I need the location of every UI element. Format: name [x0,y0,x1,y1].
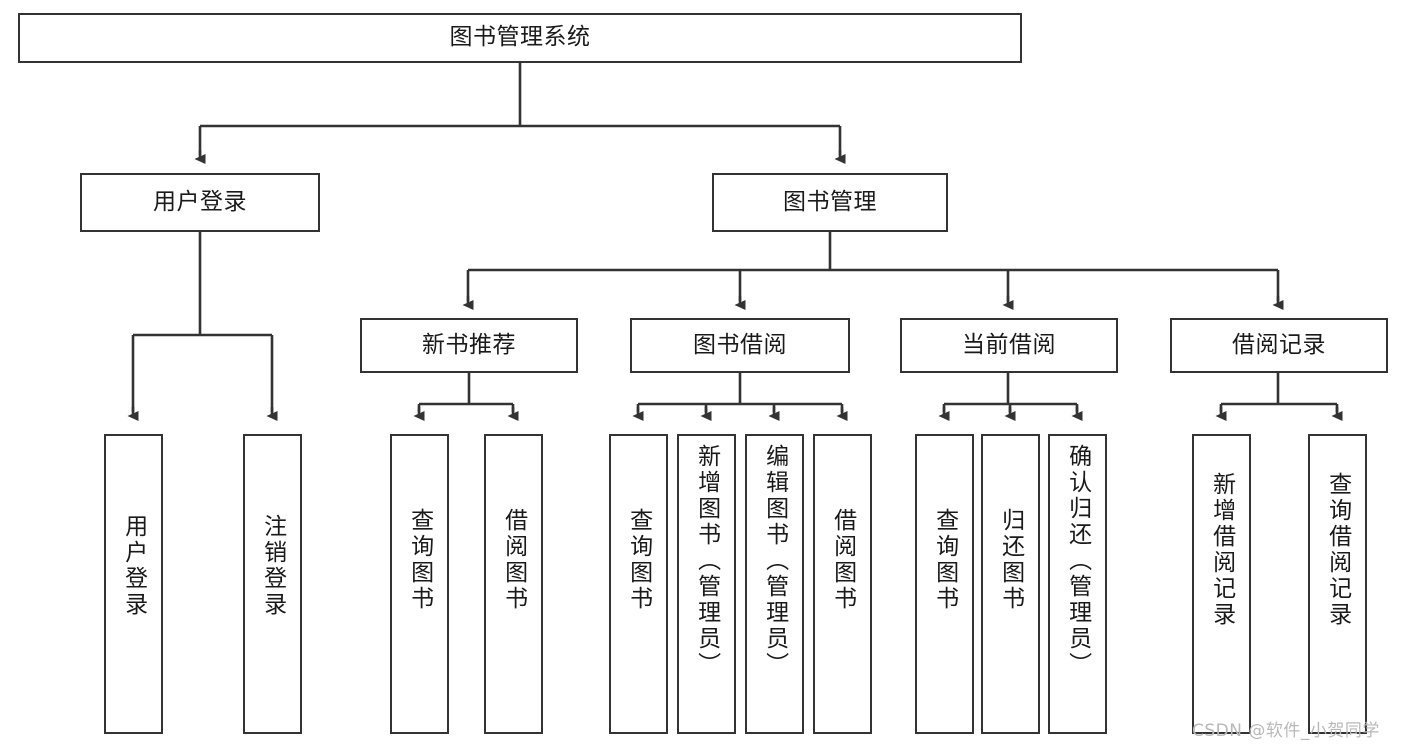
node-label-leaf-borrow-book-1: 借阅图书 [500,508,527,612]
csdn-watermark: CSDN @软件_小贺同学 [1192,721,1380,741]
node-label-leaf-logout: 注销登录 [259,514,286,618]
node-label-new-book-recommend: 新书推荐 [422,331,516,358]
node-leaf-edit-book[interactable]: 编辑图书（管理员） [745,434,804,734]
edge-arrowheads-currentborrow-leaves [938,407,1083,421]
node-label-book-manage-module: 图书管理 [783,188,877,215]
node-book-manage-module[interactable]: 图书管理 [712,173,948,232]
node-user-login-module[interactable]: 用户登录 [80,173,320,232]
node-label-leaf-confirm-return: 确认归还（管理员） [1064,444,1091,678]
node-current-borrow[interactable]: 当前借阅 [900,318,1118,373]
node-label-leaf-add-record: 新增借阅记录 [1208,472,1235,628]
edge-root-to-level2 [198,63,842,161]
node-label-leaf-query-record: 查询借阅记录 [1324,472,1351,628]
node-label-book-borrow: 图书借阅 [693,331,787,358]
node-new-book-recommend[interactable]: 新书推荐 [360,318,578,373]
node-leaf-borrow-book-2[interactable]: 借阅图书 [813,434,872,734]
node-label-leaf-user-login: 用户登录 [120,514,147,618]
edge-arrowheads-level2 [194,150,846,164]
node-leaf-query-book-2[interactable]: 查询图书 [609,434,668,734]
node-root-system[interactable]: 图书管理系统 [18,13,1022,63]
node-leaf-add-record[interactable]: 新增借阅记录 [1192,434,1251,734]
node-label-borrow-record: 借阅记录 [1232,331,1326,358]
edge-arrowheads-borrowrecord-leaves [1215,407,1343,421]
node-leaf-add-book[interactable]: 新增图书（管理员） [677,434,736,734]
edge-userlogin-to-leaves [131,232,274,418]
node-label-leaf-query-book-2: 查询图书 [625,508,652,612]
node-book-borrow[interactable]: 图书借阅 [630,318,850,373]
node-leaf-return-book[interactable]: 归还图书 [981,434,1040,734]
edge-bookmanage-to-level3 [466,232,1280,306]
edge-arrowheads-level3 [462,296,1284,310]
node-leaf-borrow-book-1[interactable]: 借阅图书 [484,434,543,734]
node-label-leaf-edit-book: 编辑图书（管理员） [761,444,788,678]
edge-arrowheads-newbook-leaves [413,407,519,421]
node-leaf-query-book-1[interactable]: 查询图书 [390,434,449,734]
edge-currentborrow-to-leaves [942,373,1079,418]
edge-bookborrow-to-leaves [636,373,844,418]
node-leaf-logout[interactable]: 注销登录 [243,434,302,734]
node-leaf-confirm-return[interactable]: 确认归还（管理员） [1048,434,1107,734]
node-label-leaf-add-book: 新增图书（管理员） [693,444,720,678]
node-label-leaf-query-book-3: 查询图书 [931,508,958,612]
node-label-leaf-query-book-1: 查询图书 [406,508,433,612]
node-label-root-system: 图书管理系统 [449,24,591,51]
edge-borrowrecord-to-leaves [1219,373,1339,418]
node-label-user-login-module: 用户登录 [153,188,247,215]
edge-newbook-to-leaves [417,373,515,418]
node-label-leaf-return-book: 归还图书 [997,508,1024,612]
node-leaf-query-book-3[interactable]: 查询图书 [915,434,974,734]
node-label-current-borrow: 当前借阅 [962,331,1056,358]
node-label-leaf-borrow-book-2: 借阅图书 [829,508,856,612]
edge-arrowheads-bookborrow-leaves [632,407,848,421]
node-borrow-record[interactable]: 借阅记录 [1170,318,1388,373]
edge-arrowheads-userlogin-leaves [127,407,278,421]
node-leaf-user-login[interactable]: 用户登录 [104,434,163,734]
node-leaf-query-record[interactable]: 查询借阅记录 [1308,434,1367,734]
